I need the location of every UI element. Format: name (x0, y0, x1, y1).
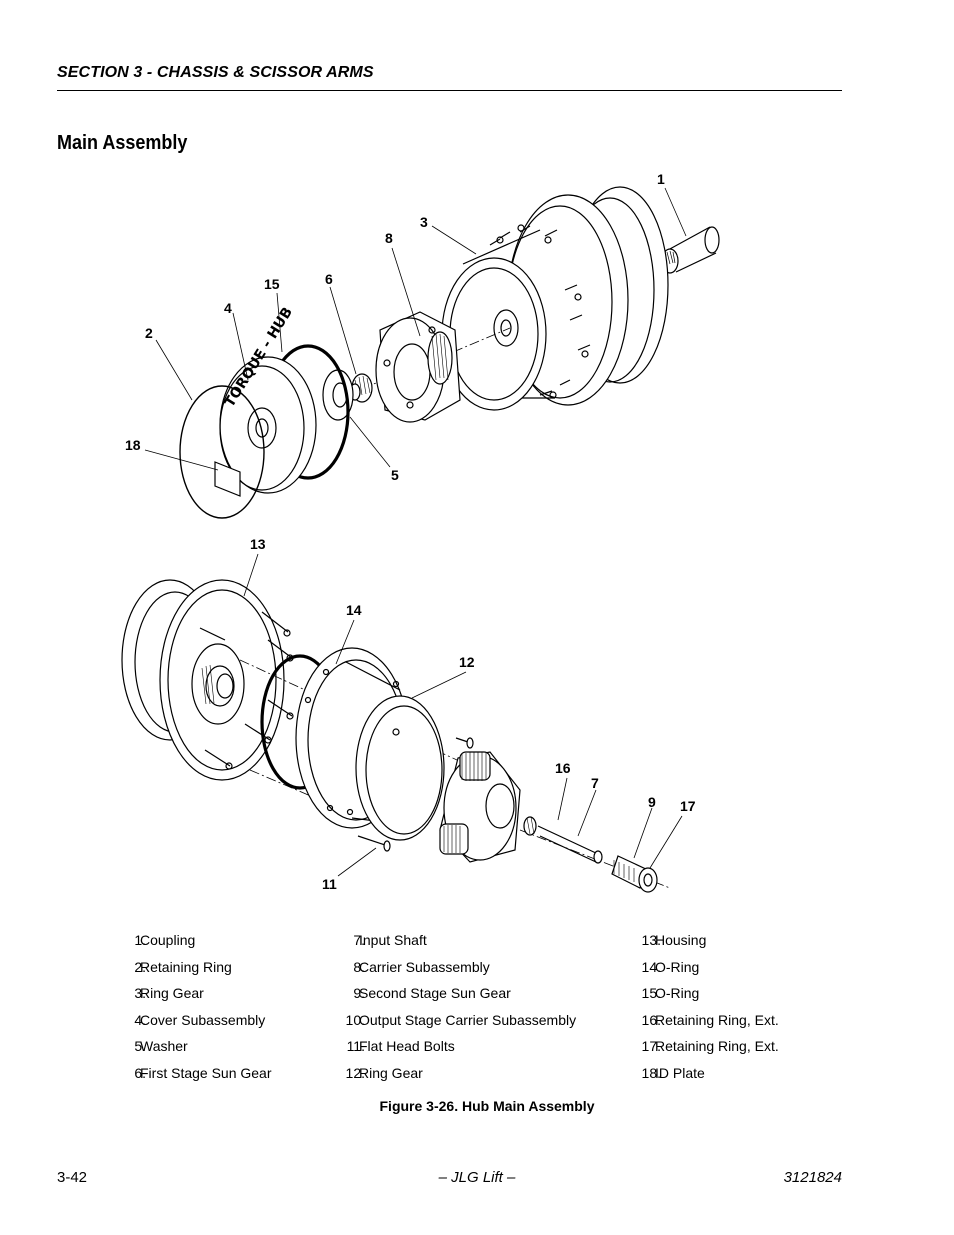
ring-gear-bottom (295, 647, 445, 841)
callout-1: 1 (657, 171, 665, 187)
output-stage-carrier (439, 751, 521, 863)
retaining-ring (179, 385, 265, 519)
second-stage-sun-gear (611, 855, 658, 893)
footer-doc-number: 3121824 (783, 1169, 842, 1186)
carrier-subassembly (375, 311, 461, 423)
input-shaft (523, 816, 603, 864)
callout-18: 18 (125, 437, 141, 453)
flat-head-bolt (357, 835, 386, 846)
callout-4: 4 (224, 300, 232, 316)
callout-7: 7 (591, 775, 599, 791)
ring-gear-top (441, 186, 669, 411)
page-title: Main Assembly (57, 132, 188, 154)
callout-2: 2 (145, 325, 153, 341)
callout-13: 13 (250, 536, 266, 552)
callout-11: 11 (322, 876, 337, 892)
housing (121, 579, 294, 781)
callout-17: 17 (680, 798, 696, 814)
footer-brand: – JLG Lift – (438, 1169, 516, 1186)
section-header: SECTION 3 - CHASSIS & SCISSOR ARMS (57, 64, 374, 81)
id-plate (214, 461, 241, 497)
callout-3: 3 (420, 214, 428, 230)
callout-12: 12 (459, 654, 475, 670)
callout-6: 6 (325, 271, 333, 287)
callout-8: 8 (385, 230, 393, 246)
header-rule (57, 90, 842, 91)
callout-5: 5 (391, 467, 399, 483)
figure-caption: Figure 3-26. Hub Main Assembly (379, 1098, 595, 1114)
callout-15: 15 (264, 276, 280, 292)
footer-page-number: 3-42 (57, 1169, 88, 1186)
callout-14: 14 (346, 602, 362, 618)
coupling-part (661, 226, 720, 274)
cover-subassembly: TORQUE - HUB (219, 305, 317, 494)
callout-9: 9 (648, 794, 656, 810)
callout-16: 16 (555, 760, 571, 776)
